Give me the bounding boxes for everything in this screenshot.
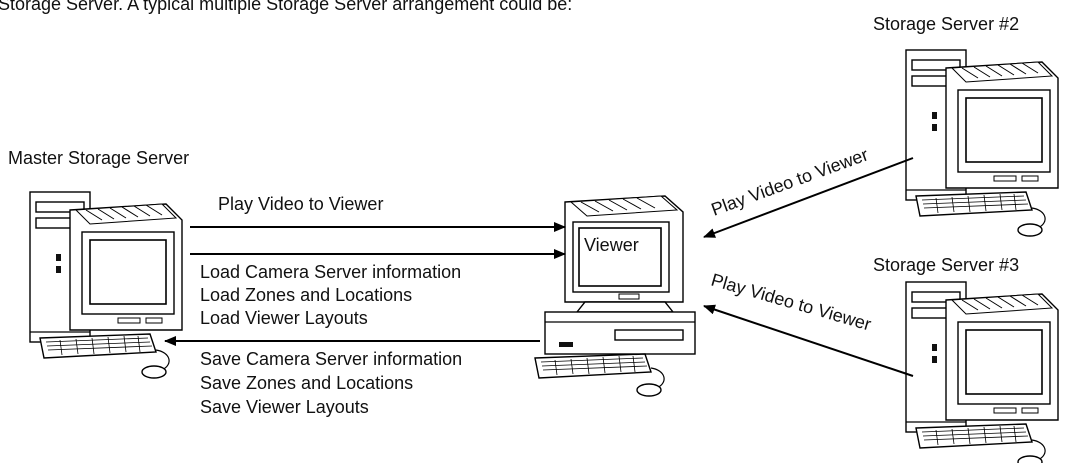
storage-server-3-computer-icon — [905, 281, 1059, 463]
master-play-label: Play Video to Viewer — [218, 194, 383, 214]
save-viewer-layouts-label: Save Viewer Layouts — [200, 397, 369, 417]
save-camera-server-label: Save Camera Server information — [200, 349, 462, 369]
intro-text: Storage Server. A typical multiple Stora… — [0, 0, 572, 14]
load-camera-server-label: Load Camera Server information — [200, 262, 461, 282]
storage2-play-label: Play Video to Viewer — [709, 144, 871, 219]
storage-server-3-label: Storage Server #3 — [873, 255, 1019, 275]
storage3-play-arrow — [703, 304, 914, 377]
load-zones-label: Load Zones and Locations — [200, 285, 412, 305]
viewer-label: Viewer — [584, 235, 639, 255]
save-zones-label: Save Zones and Locations — [200, 373, 413, 393]
master-storage-server-label: Master Storage Server — [8, 148, 189, 168]
master-storage-server-computer-icon — [29, 191, 183, 379]
storage-server-2-label: Storage Server #2 — [873, 14, 1019, 34]
storage2-play-arrow — [703, 157, 914, 238]
load-viewer-layouts-label: Load Viewer Layouts — [200, 308, 368, 328]
storage-server-2-computer-icon — [905, 49, 1059, 237]
storage3-play-label: Play Video to Viewer — [709, 270, 874, 335]
